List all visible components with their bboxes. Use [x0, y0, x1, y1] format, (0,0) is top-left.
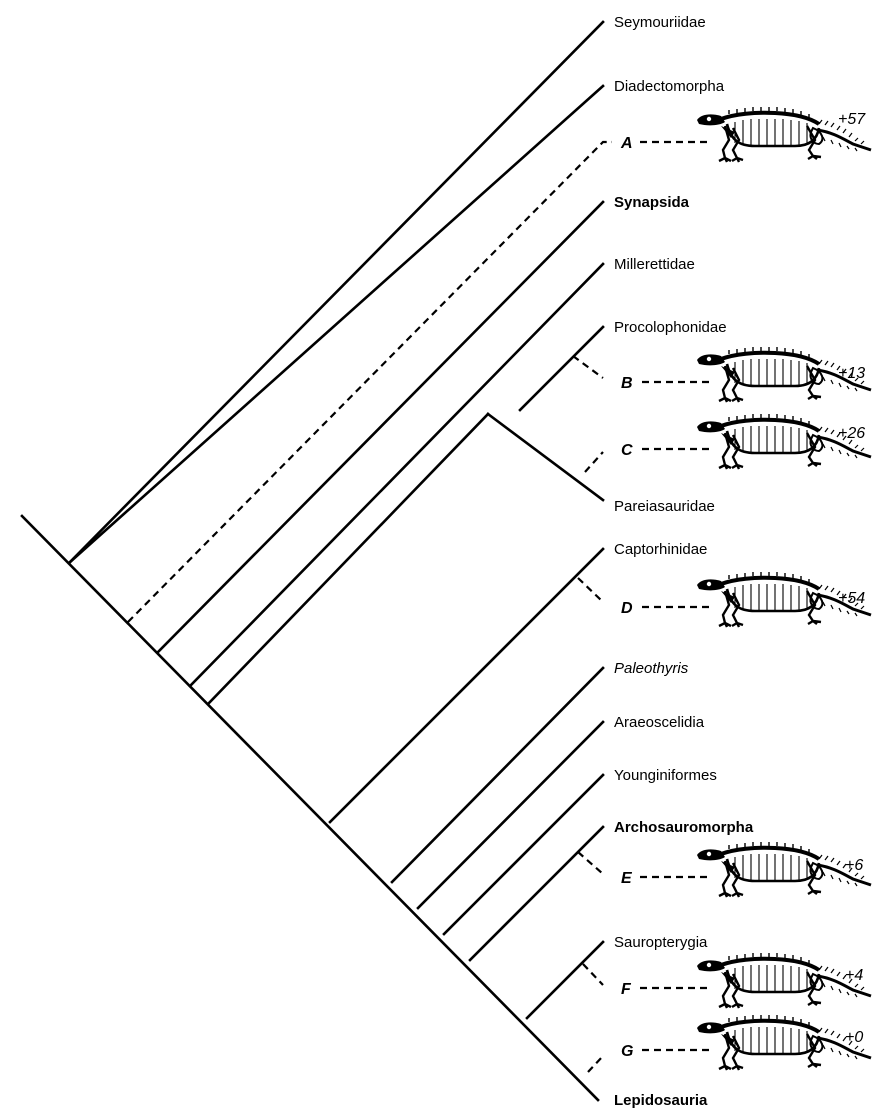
- taxon-label-seymouriidae: Seymouriidae: [614, 14, 706, 31]
- diadectomorpha-branch: [67, 84, 605, 565]
- trunk-branch: [20, 514, 600, 1102]
- taxon-label-archosauromorpha: Archosauromorpha: [614, 819, 754, 836]
- placement-line-e: [577, 851, 604, 875]
- placement-count-b: +13: [838, 365, 865, 382]
- placement-counts: +57 +13 +26 +54 +6 +4 +0: [838, 111, 866, 1046]
- sauropterygia-branch: [525, 940, 605, 1020]
- placement-line-g: [587, 1055, 604, 1073]
- taxon-label-lepidosauria: Lepidosauria: [614, 1092, 708, 1109]
- placement-count-g: +0: [845, 1029, 863, 1046]
- procolophonidae-branch: [518, 325, 605, 412]
- taxon-label-araeoscelidia: Araeoscelidia: [614, 714, 705, 731]
- placement-count-c: +26: [838, 425, 865, 442]
- placement-count-f: +4: [845, 967, 863, 984]
- tree-branches: [20, 20, 605, 1102]
- placement-line-b: [572, 355, 604, 379]
- placement-letter-e: E: [621, 870, 633, 887]
- captorhinidae-branch: [328, 547, 605, 824]
- taxon-label-younginiformes: Younginiformes: [614, 767, 717, 784]
- seymouriidae-branch: [67, 20, 605, 565]
- taxon-label-sauropterygia: Sauropterygia: [614, 934, 708, 951]
- archosauromorpha-branch: [468, 825, 605, 962]
- placement-line-d: [577, 577, 604, 603]
- taxon-label-diadectomorpha: Diadectomorpha: [614, 78, 725, 95]
- taxon-label-paleothyris: Paleothyris: [614, 660, 689, 677]
- placement-lines: [127, 140, 712, 1073]
- placement-count-a: +57: [838, 111, 866, 128]
- placement-letters: A B C D E F G: [620, 135, 633, 1060]
- placement-count-e: +6: [845, 857, 863, 874]
- placement-letter-c: C: [621, 442, 633, 459]
- placement-letter-f: F: [621, 981, 632, 998]
- placement-silhouettes: [695, 105, 873, 1072]
- taxon-label-millerettidae: Millerettidae: [614, 256, 695, 273]
- taxon-label-synapsida: Synapsida: [614, 194, 690, 211]
- placement-count-d: +54: [838, 590, 865, 607]
- pareiasauridae-branch: [486, 412, 605, 502]
- taxon-label-pareiasauridae: Pareiasauridae: [614, 498, 715, 515]
- synapsida-branch: [156, 200, 605, 654]
- placement-letter-b: B: [621, 375, 633, 392]
- parareptile-clade-branch: [206, 412, 490, 706]
- placement-line-f: [582, 963, 604, 986]
- younginiformes-branch: [442, 773, 605, 936]
- taxon-label-captorhinidae: Captorhinidae: [614, 541, 707, 558]
- taxon-label-procolophonidae: Procolophonidae: [614, 319, 727, 336]
- millerettidae-branch: [188, 262, 605, 688]
- placement-line-a: [127, 140, 612, 623]
- placement-letter-d: D: [621, 600, 633, 617]
- placement-letter-a: A: [620, 135, 633, 152]
- placement-line-c: [584, 451, 604, 473]
- paleothyris-branch: [390, 666, 605, 884]
- placement-letter-g: G: [621, 1043, 633, 1060]
- araeoscelidia-branch: [416, 720, 605, 910]
- taxon-labels: Seymouriidae Diadectomorpha Synapsida Mi…: [614, 14, 754, 1109]
